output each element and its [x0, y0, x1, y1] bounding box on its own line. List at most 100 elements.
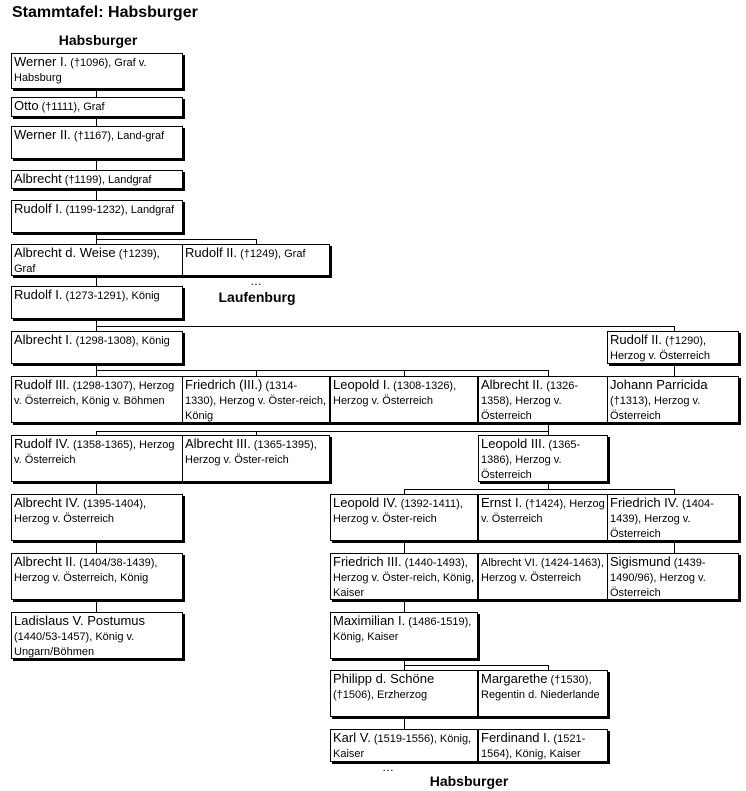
person-details: (1365-1395), Herzog v. Öster-reich [185, 439, 317, 466]
connector [96, 117, 97, 126]
connector [96, 431, 97, 435]
person-ferdinand-i: Ferdinand I. (1521-1564), König, Kaiser [478, 729, 608, 762]
connector [96, 239, 256, 240]
connector [674, 364, 675, 376]
person-details: (1392-1411), Herzog v. Öster-reich [333, 498, 463, 525]
connector [96, 600, 97, 612]
person-name: Albrecht II. [14, 554, 77, 569]
connector [404, 489, 405, 494]
person-rudolf-iv: Rudolf IV. (1358-1365), Herzog v. Österr… [11, 435, 183, 482]
person-rudolf-ii-herzog: Rudolf II. (†1290), Herzog v. Österreich [607, 331, 739, 364]
connector [404, 489, 674, 490]
person-details: (†1111), Graf [38, 101, 105, 113]
person-details: (1404-1439), Herzog v. Österreich [610, 498, 714, 540]
person-details: (†1199), Landgraf [61, 174, 152, 186]
connector [404, 541, 405, 553]
person-albrecht-i: Albrecht I. (1298-1308), König [11, 331, 183, 364]
person-rudolf-ii-graf: Rudolf II. (†1249), Graf [182, 244, 330, 276]
person-details: (1308-1326), Herzog v. Österreich [333, 380, 457, 407]
person-name: Johann Parricida [610, 377, 708, 392]
person-name: Karl V. [333, 730, 371, 745]
person-details: (1314-1330), Herzog v. Öster-reich, Köni… [185, 380, 327, 422]
connector [548, 423, 549, 431]
person-name: Albrecht d. Weise [14, 245, 116, 260]
person-leopold-iii: Leopold III. (1365-1386), Herzog v. Öste… [478, 435, 608, 482]
person-rudolf-iii: Rudolf III. (1298-1307), Herzog v. Öster… [11, 376, 183, 423]
person-albrecht: Albrecht (†1199), Landgraf [11, 170, 183, 189]
person-name: Werner I. [14, 54, 68, 69]
person-details: (1326-1358), Herzog v. Österreich [481, 380, 578, 422]
person-details: (†1290), Herzog v. Österreich [610, 335, 711, 362]
connector [96, 233, 97, 244]
person-rudolf-i-koenig: Rudolf I. (1273-1291), König [11, 286, 183, 319]
person-name: Otto [14, 98, 39, 113]
person-albrecht-iii: Albrecht III. (1365-1395), Herzog v. Öst… [182, 435, 330, 482]
person-albrecht-d-weise: Albrecht d. Weise (†1239), Graf [11, 244, 183, 276]
connector [96, 541, 97, 553]
connector [404, 665, 548, 666]
person-details: (†1096), Graf v. Habsburg [14, 57, 147, 84]
person-name: Maximilian I. [333, 613, 406, 628]
person-name: Margarethe [481, 671, 548, 686]
person-name: Rudolf I. [14, 201, 63, 216]
connector [96, 431, 548, 432]
person-leopold-i: Leopold I. (1308-1326), Herzog v. Österr… [330, 376, 478, 423]
connector [404, 600, 405, 612]
person-otto: Otto (†1111), Graf [11, 97, 183, 117]
connector [404, 370, 405, 376]
connector [96, 276, 97, 286]
person-details: (†1506), Erzherzog [333, 689, 428, 701]
person-werner-i: Werner I. (†1096), Graf v. Habsburg [11, 53, 183, 89]
connector [548, 431, 549, 435]
person-friedrich-iii-early: Friedrich (III.) (1314-1330), Herzog v. … [182, 376, 330, 423]
person-rudolf-i-landgraf: Rudolf I. (1199-1232), Landgraf [11, 200, 183, 233]
connector [96, 482, 97, 494]
person-name: Friedrich III. [333, 554, 402, 569]
person-details: (1365-1386), Herzog v. Österreich [481, 439, 581, 481]
person-name: Rudolf I. [14, 287, 63, 302]
person-details: (1521-1564), König, Kaiser [481, 733, 586, 760]
person-name: Ladislaus V. Postumus [14, 613, 146, 628]
person-werner-ii: Werner II. (†1167), Land-graf [11, 126, 183, 159]
connector [674, 326, 675, 331]
person-name: Albrecht [14, 171, 62, 186]
person-name: Albrecht II. [481, 377, 544, 392]
person-details: (†1530), Regentin d. Niederlande [481, 674, 600, 701]
person-friedrich-iv: Friedrich IV. (1404-1439), Herzog v. Öst… [607, 494, 739, 541]
person-details: (†1167), Land-graf [70, 130, 165, 142]
person-name: Friedrich (III.) [185, 377, 263, 392]
person-name: Albrecht I. [14, 332, 73, 347]
person-details: (1424-1463), Herzog v. Österreich [481, 557, 604, 584]
connector [548, 665, 549, 670]
connector [256, 370, 257, 376]
person-details: (1440-1493), Herzog v. Öster-reich, Köni… [333, 557, 475, 599]
person-margarethe: Margarethe (†1530), Regentin d. Niederla… [478, 670, 608, 717]
person-details: (1486-1519), König, Kaiser [333, 616, 472, 643]
person-name: Ernst I. [481, 495, 523, 510]
person-details: (1440/53-1457), König v. Ungarn/Böhmen [14, 631, 135, 658]
person-details: (1519-1556), König, Kaiser [333, 733, 472, 760]
connector [96, 370, 548, 371]
person-ernst-i: Ernst I. (†1424), Herzog v. Österreich [478, 494, 608, 541]
connector [96, 159, 97, 170]
person-philipp-d-schoene: Philipp d. Schöne (†1506), Erzherzog [330, 670, 478, 717]
person-name: Leopold III. [481, 436, 546, 451]
person-details: (†1313), Herzog v. Österreich [610, 395, 701, 422]
person-johann-parricida: Johann Parricida (†1313), Herzog v. Öste… [607, 376, 739, 423]
connector [96, 89, 97, 97]
connector [548, 370, 549, 376]
person-name: Ferdinand I. [481, 730, 551, 745]
branch-header-laufenburg: Laufenburg [218, 289, 296, 305]
person-name: Rudolf III. [14, 377, 70, 392]
person-name: Philipp d. Schöne [333, 671, 435, 686]
ellipsis-laufenburg: … [250, 274, 262, 288]
person-details: (1199-1232), Landgraf [62, 204, 175, 216]
person-albrecht-ii-koenig: Albrecht II. (1404/38-1439), Herzog v. Ö… [11, 553, 183, 600]
person-details: (†1239), Graf [14, 248, 160, 275]
connector [256, 239, 257, 244]
person-maximilian-i: Maximilian I. (1486-1519), König, Kaiser [330, 612, 478, 659]
person-details: (1358-1365), Herzog v. Österreich [14, 439, 175, 466]
connector [96, 326, 674, 327]
person-name: Friedrich IV. [610, 495, 679, 510]
person-details: (1404/38-1439), Herzog v. Österreich, Kö… [14, 557, 158, 584]
